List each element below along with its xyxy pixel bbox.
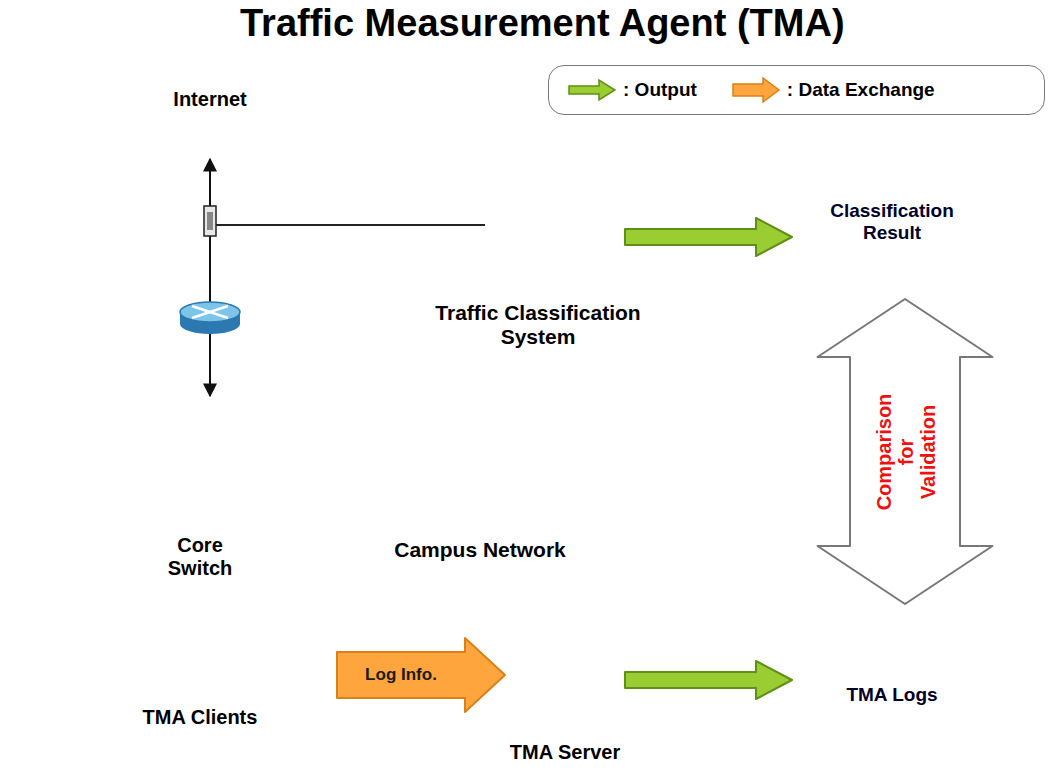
- text-slot: TMA Server: [485, 741, 645, 764]
- text-slot: Core Switch: [155, 534, 245, 580]
- node-label: Traffic Classification System: [407, 301, 669, 349]
- client-computers: TMA Clients: [90, 632, 310, 733]
- edge-label: Comparison for Validation: [872, 389, 938, 514]
- network-tap: [204, 206, 216, 236]
- router-icon: [180, 126, 240, 158]
- link-line: [209, 159, 211, 396]
- title-slot: Traffic Measurement Agent (TMA): [240, 2, 845, 46]
- node-label: Campus Network: [360, 538, 600, 562]
- node-label: TMA Server: [485, 741, 645, 764]
- network-tap-inner: [207, 212, 213, 230]
- classifier-server: Traffic Classification System: [460, 175, 620, 353]
- campus-cloud: Campus NetworkCore SwitchTMA ClientsTMA …: [20, 300, 660, 740]
- node-label: Classification Result: [806, 200, 978, 244]
- legend-box: : Output : Data Exchange: [548, 65, 1045, 115]
- text-slot: TMA Logs: [806, 684, 978, 706]
- block-arrow: [337, 638, 505, 712]
- edge-label: Log Info.: [341, 666, 461, 685]
- text-slot: Traffic Classification System: [407, 301, 669, 349]
- tma-server: TMA Server: [515, 605, 620, 770]
- node-label: Core Switch: [155, 534, 245, 580]
- text-slot: TMA Clients: [90, 706, 310, 729]
- legend-sample-arrow: [567, 77, 617, 103]
- legend-item: : Data Exchange: [731, 77, 935, 103]
- text-slot: Classification Result: [806, 200, 978, 244]
- tap-line: [210, 224, 485, 226]
- legend-item: : Output: [567, 77, 697, 103]
- core-switch: Core Switch: [150, 398, 250, 584]
- text-slot: Campus Network: [360, 538, 600, 562]
- block-arrow: [625, 218, 792, 256]
- edge-label-slot: Log Info.: [341, 666, 461, 685]
- block-arrow: [818, 299, 993, 604]
- text-slot: Internet: [140, 88, 280, 111]
- node-label: TMA Clients: [90, 706, 310, 729]
- diagram-title: Traffic Measurement Agent (TMA): [240, 2, 845, 46]
- legend-text: : Output: [623, 79, 697, 101]
- router-icon: [180, 302, 240, 334]
- document-stack: Classification Result: [800, 138, 1022, 293]
- block-arrow: [625, 661, 792, 699]
- node-label: TMA Logs: [806, 684, 978, 706]
- edge-label-slot: Comparison for Validation: [872, 389, 938, 514]
- campus-cloud-shape: [20, 300, 660, 740]
- node-label: Internet: [140, 88, 280, 111]
- legend-sample-arrow: [731, 77, 781, 103]
- legend-text: : Data Exchange: [787, 79, 935, 101]
- document-stack: TMA Logs: [800, 608, 1022, 763]
